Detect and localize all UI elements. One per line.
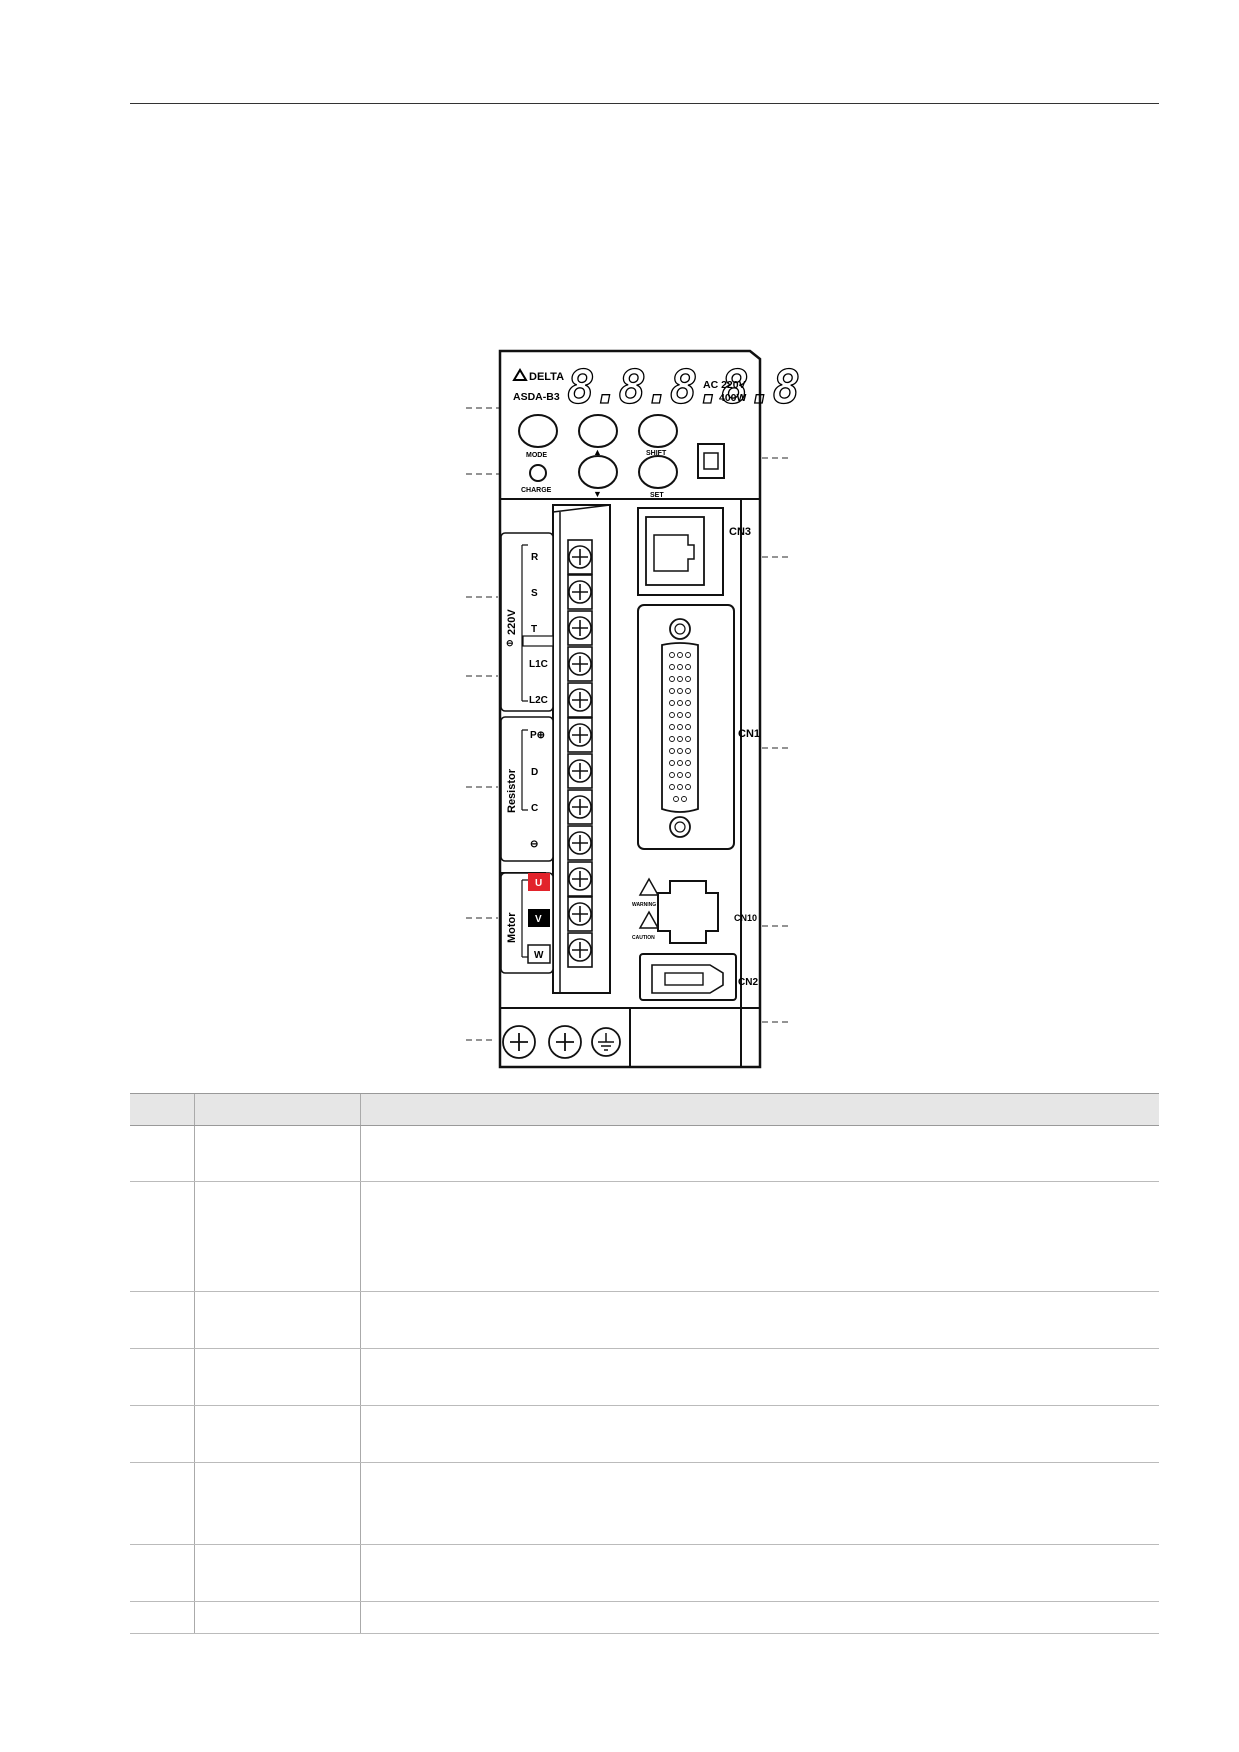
header-description: [359, 1093, 1159, 1126]
table-row: [130, 1181, 1159, 1292]
rating-voltage: AC 220V: [703, 379, 746, 391]
table-header-row: [130, 1093, 1159, 1126]
servo-drive-figure: DELTA ASDA-B3 8.8.8.8.8. AC 220V 400W MO…: [440, 345, 827, 1078]
terminal-label-l1c: L1C: [529, 659, 548, 670]
callout-lines-right: [762, 457, 792, 1023]
svg-text:MODE: MODE: [526, 452, 547, 459]
svg-text:CN2: CN2: [738, 977, 758, 988]
rating-power: 400W: [719, 392, 747, 404]
mode-key[interactable]: [518, 414, 558, 448]
svg-text:CAUTION: CAUTION: [632, 935, 655, 941]
caution-icon: [638, 910, 660, 929]
table-row: [130, 1125, 1159, 1182]
table-row: [130, 1544, 1159, 1602]
svg-text:▼: ▼: [593, 489, 602, 499]
cn1-pins: [669, 652, 691, 802]
up-key[interactable]: [578, 414, 618, 448]
svg-text:WARNING: WARNING: [632, 902, 656, 908]
terminal-screws: [567, 539, 593, 968]
header-rule: [130, 103, 1159, 104]
seven-segment-display: 8.8.8.8.8.: [567, 360, 800, 414]
table-row: [130, 1348, 1159, 1406]
resistor-group-label: Resistor: [506, 768, 518, 813]
terminal-u-badge: [528, 873, 550, 891]
terminal-label-minus: ⊖: [530, 839, 538, 850]
terminal-label-s: S: [531, 588, 538, 599]
svg-text:⊖: ⊖: [506, 638, 514, 648]
cn10-port[interactable]: [657, 880, 719, 944]
delta-logo: DELTA: [512, 368, 564, 383]
svg-text:W: W: [534, 950, 544, 961]
model-name: ASDA-B3: [513, 391, 560, 403]
header-name: [193, 1093, 360, 1126]
table-row: [130, 1291, 1159, 1349]
svg-text:CN10: CN10: [734, 913, 757, 923]
power-group-label: 220V: [506, 609, 518, 635]
set-key[interactable]: [638, 455, 678, 489]
svg-text:CHARGE: CHARGE: [521, 487, 552, 494]
description-table: [130, 1093, 1159, 1634]
terminal-label-d: D: [531, 767, 538, 778]
terminal-label-r: R: [531, 552, 539, 563]
svg-text:V: V: [535, 914, 542, 925]
earth-ground-icon: [598, 1033, 614, 1051]
svg-text:CN1: CN1: [738, 728, 760, 740]
terminal-w-badge: [527, 944, 551, 964]
terminal-label-t: T: [531, 624, 537, 635]
terminal-v-badge: [528, 909, 550, 927]
svg-text:DELTA: DELTA: [529, 371, 564, 383]
usb-port[interactable]: [697, 443, 725, 479]
charge-led: [529, 464, 547, 482]
motor-group-label: Motor: [506, 912, 518, 943]
terminal-label-c: C: [531, 803, 538, 814]
svg-text:▲: ▲: [593, 447, 602, 457]
terminal-label-l2c: L2C: [529, 695, 548, 706]
down-key[interactable]: [578, 455, 618, 489]
svg-text:CN3: CN3: [729, 526, 751, 538]
svg-text:SHIFT: SHIFT: [646, 450, 667, 457]
terminal-label-p: P⊕: [530, 730, 545, 741]
table-row: [130, 1601, 1159, 1634]
warning-icon: [638, 877, 660, 896]
header-no: [130, 1093, 194, 1126]
table-row: [130, 1462, 1159, 1545]
table-row: [130, 1405, 1159, 1463]
svg-text:SET: SET: [650, 492, 664, 499]
shift-key[interactable]: [638, 414, 678, 448]
svg-text:U: U: [535, 878, 542, 889]
